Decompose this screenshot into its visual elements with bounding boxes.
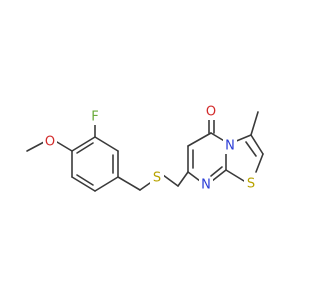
benzene-ring (71, 136, 119, 192)
bond-ch2-s (139, 182, 151, 191)
pyrimidinone-ring (187, 119, 227, 182)
atom-oxygen-carbonyl: O (206, 105, 216, 120)
molecule-structure: F O S O N N S (26, 104, 264, 193)
atom-sulfur-thioether: S (153, 171, 161, 186)
atom-nitrogen-ring: N (201, 178, 211, 193)
bond-ring-ch2 (117, 176, 141, 191)
atom-oxygen-methoxy: O (45, 135, 55, 150)
atom-nitrogen-bridge: N (225, 139, 235, 154)
bond-s-ch2 (162, 174, 179, 187)
atom-fluorine: F (91, 110, 98, 125)
bond-ch2-pyrimidine (177, 171, 189, 187)
bond-c-o-methoxy (56, 141, 73, 152)
atom-labels: F O S O N N S (43, 104, 258, 193)
bond-o-ch3 (26, 141, 45, 152)
atom-sulfur-ring: S (247, 177, 255, 192)
